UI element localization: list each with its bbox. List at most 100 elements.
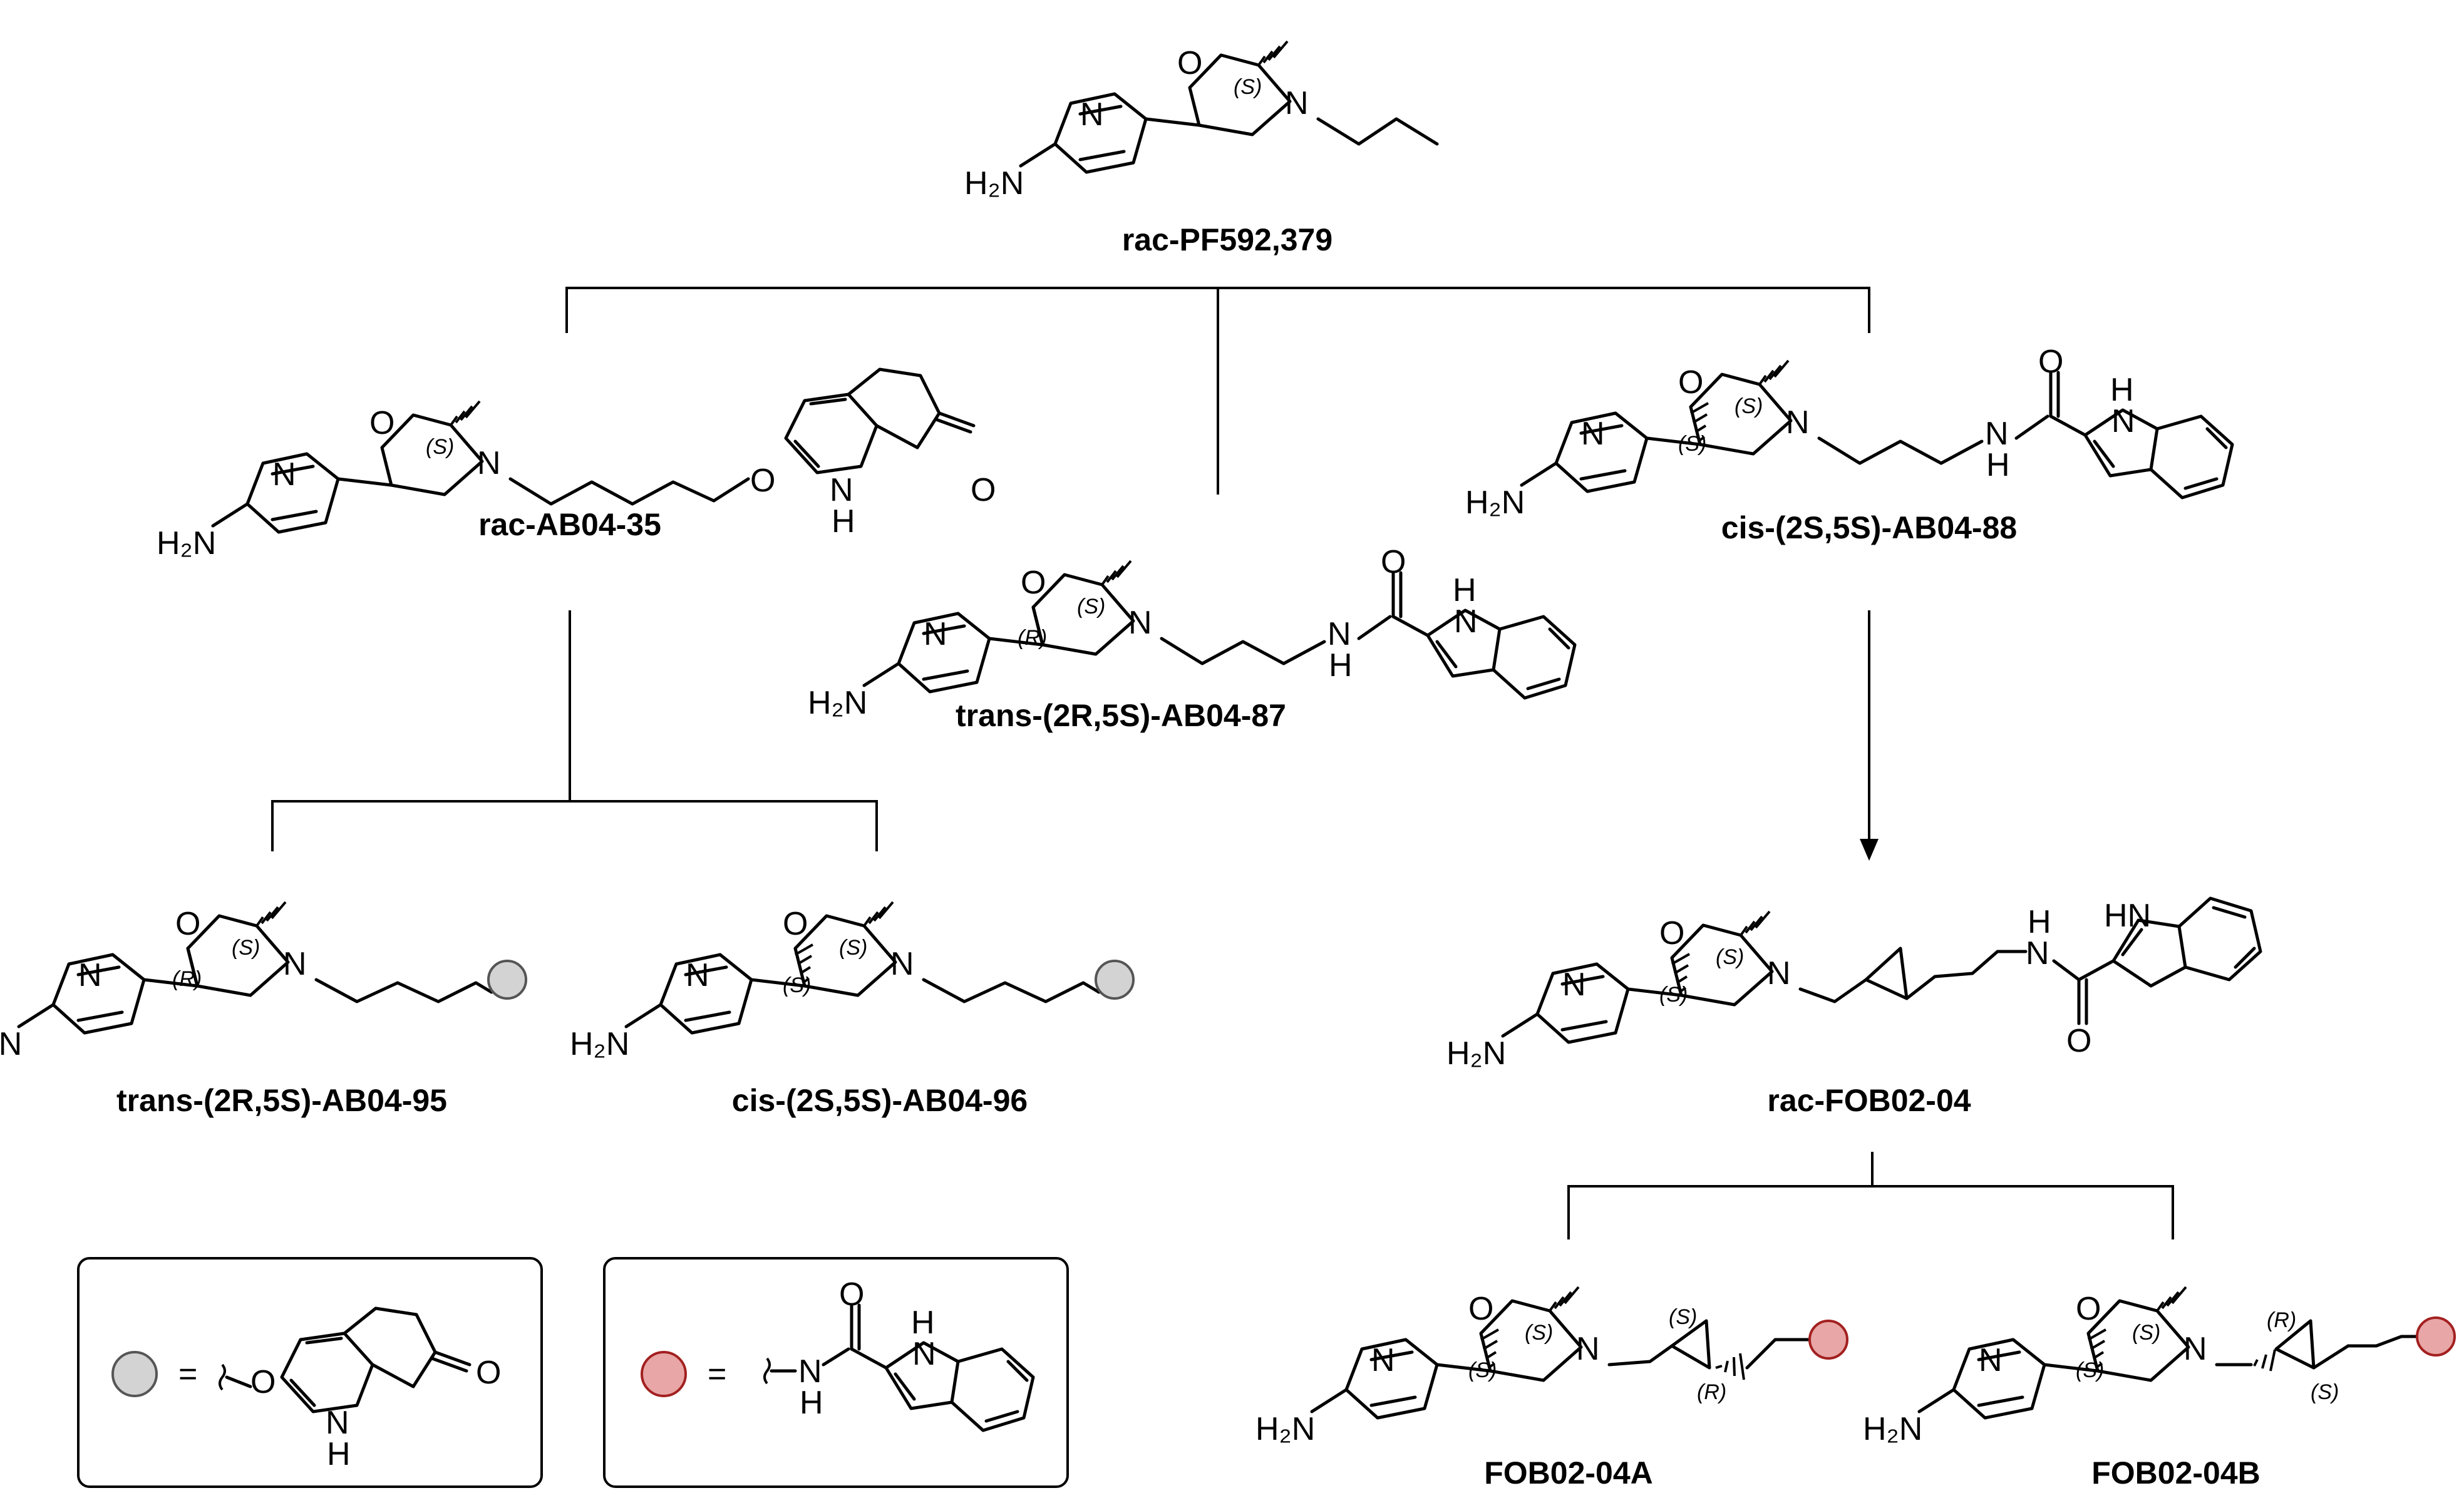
atom-o: O bbox=[175, 906, 200, 942]
stereo-label-cp2: (R) bbox=[1697, 1380, 1726, 1404]
red-circle-substituent-icon bbox=[2416, 1316, 2456, 1357]
atom-h-indole: H bbox=[1453, 572, 1477, 608]
atom-n: N bbox=[1576, 1331, 1600, 1367]
atom-n-pyridine: N bbox=[78, 957, 102, 993]
arrow-head-icon bbox=[1860, 839, 1879, 861]
compound-label-c3: trans-(2R,5S)-AB04-87 bbox=[956, 698, 1286, 733]
stereo-label-cp1: (R) bbox=[2267, 1308, 2296, 1332]
atom-h-indole: H bbox=[2110, 372, 2134, 408]
stereo-label-5: (S) bbox=[839, 936, 867, 960]
compound-label-c9: FOB02-04B bbox=[2091, 1455, 2260, 1490]
compound-cis-ab04-96: O N N H₂N (S) (S) bbox=[570, 902, 1135, 1062]
stereo-label-cp1: (S) bbox=[1669, 1305, 1697, 1329]
compound-fob02-04b: (R) (S) O N N H₂N (S) (S) bbox=[1863, 1287, 2456, 1447]
compound-label-c8: FOB02-04A bbox=[1484, 1455, 1653, 1490]
atom-o: O bbox=[1177, 45, 1202, 81]
equals-sign: = bbox=[178, 1356, 197, 1392]
stereo-label: (S) bbox=[1234, 75, 1262, 99]
atom-hn-indole: HN bbox=[2104, 898, 2151, 934]
stereo-label-2: (S) bbox=[1678, 432, 1706, 456]
atom-n: N bbox=[283, 946, 307, 982]
atom-n-pyridine: N bbox=[686, 957, 709, 993]
stereo-label-5: (S) bbox=[232, 936, 260, 960]
atom-o-carbonyl: O bbox=[1381, 544, 1406, 580]
compound-label-c7: rac-FOB02-04 bbox=[1767, 1083, 1971, 1118]
atom-o-carbonyl: O bbox=[476, 1355, 501, 1391]
atom-n-pyridine: N bbox=[1979, 1342, 2003, 1378]
atom-n-amide: N bbox=[1327, 616, 1351, 652]
stereo-label-5: (S) bbox=[2132, 1321, 2160, 1345]
atom-n: N bbox=[1786, 404, 1810, 441]
atom-n-amide: N bbox=[798, 1353, 822, 1390]
grey-circle-substituent-icon bbox=[1095, 960, 1135, 1000]
atom-h2n: H₂N bbox=[1255, 1411, 1315, 1447]
atom-o: O bbox=[1659, 915, 1684, 952]
atom-h2n: H₂N bbox=[157, 525, 216, 562]
compound-label-c4: cis-(2S,5S)-AB04-88 bbox=[1721, 510, 2017, 545]
compound-label-c2: rac-AB04-35 bbox=[478, 507, 661, 542]
atom-h-amide: H bbox=[1329, 647, 1353, 684]
stereo-label-5: (S) bbox=[1716, 945, 1744, 969]
atom-o-carbonyl: O bbox=[2038, 344, 2063, 380]
atom-h-amide: H bbox=[1986, 447, 2010, 483]
atom-n-amide: N bbox=[326, 1405, 349, 1441]
stereo-label-2: (S) bbox=[1468, 1358, 1497, 1382]
bottom-branch-line bbox=[1567, 1185, 2174, 1239]
atom-n-pyridine: N bbox=[1371, 1342, 1395, 1378]
atom-o-ether: O bbox=[750, 463, 775, 499]
compound-trans-ab04-95: O N N H₂N (S) (R) bbox=[0, 902, 527, 1062]
atom-n-pyridine: N bbox=[1080, 96, 1104, 133]
atom-n-pyridine: N bbox=[272, 456, 296, 493]
compound-label-c6: cis-(2S,5S)-AB04-96 bbox=[732, 1083, 1028, 1118]
atom-n-amide: N bbox=[2026, 935, 2049, 972]
atom-h2n: H₂N bbox=[1863, 1411, 1922, 1447]
compound-rac-fob02-04: N H O HN O N N H₂N (S) (S) bbox=[1446, 898, 2260, 1072]
atom-n-indole: N bbox=[912, 1336, 936, 1372]
atom-n: N bbox=[477, 445, 501, 481]
atom-n-indole: N bbox=[2111, 403, 2135, 439]
tree-lines bbox=[271, 287, 2174, 1239]
compound-rac-pf592-379: O N N H₂N (S) bbox=[964, 41, 1439, 202]
atom-n: N bbox=[1285, 85, 1309, 121]
legend-grey-box bbox=[77, 1257, 543, 1488]
atom-o: O bbox=[783, 906, 808, 942]
atom-h-indole: H bbox=[911, 1305, 935, 1341]
atom-h-amide: H bbox=[327, 1436, 351, 1472]
atom-h-amide: H bbox=[2028, 904, 2051, 940]
stereo-label-2: (S) bbox=[783, 973, 811, 997]
atom-o: O bbox=[1468, 1291, 1493, 1327]
atom-h2n: H₂N bbox=[964, 165, 1024, 202]
equals-sign: = bbox=[708, 1356, 726, 1392]
stereo-label-2: (S) bbox=[2076, 1358, 2104, 1382]
stereo-label-2: (S) bbox=[1659, 983, 1688, 1007]
legend-grey: = O N H O bbox=[77, 1257, 543, 1488]
stereo-label: (S) bbox=[426, 435, 454, 459]
red-circle-substituent-icon bbox=[1808, 1320, 1848, 1360]
atom-o: O bbox=[1021, 565, 1046, 601]
atom-n-pyridine: N bbox=[924, 616, 947, 652]
stereo-label-5: (S) bbox=[1525, 1321, 1553, 1345]
atom-n: N bbox=[2183, 1331, 2207, 1367]
atom-n: N bbox=[890, 946, 914, 982]
compound-rac-ab04-35: O N H O O N N H₂N (S) bbox=[157, 369, 996, 562]
atom-h2n: H₂N bbox=[1465, 485, 1525, 521]
grey-circle-substituent-icon bbox=[111, 1351, 158, 1397]
wavy-attachment-bond-icon bbox=[763, 1357, 771, 1385]
atom-o: O bbox=[369, 405, 394, 441]
atom-n-amide: N bbox=[830, 472, 853, 508]
stereo-label-2: (R) bbox=[1018, 626, 1047, 650]
legend-red: = N H O H N bbox=[603, 1257, 1069, 1488]
compound-label-c5: trans-(2R,5S)-AB04-95 bbox=[116, 1083, 447, 1118]
wavy-attachment-bond-icon bbox=[219, 1363, 226, 1391]
atom-n-pyridine: N bbox=[1562, 967, 1586, 1003]
atom-h2n: H₂N bbox=[570, 1026, 629, 1062]
atom-o-carbonyl: O bbox=[2066, 1023, 2091, 1059]
left-lower-branch-line bbox=[271, 800, 878, 851]
stereo-label-5: (S) bbox=[1735, 394, 1763, 418]
compound-label-c1: rac-PF592,379 bbox=[1122, 222, 1333, 257]
legend-red-box bbox=[603, 1257, 1069, 1488]
grey-circle-substituent-icon bbox=[487, 960, 527, 1000]
atom-o-carbonyl: O bbox=[971, 472, 996, 508]
atom-n-amide: N bbox=[1985, 416, 2009, 452]
stereo-label-5: (S) bbox=[1077, 595, 1105, 618]
